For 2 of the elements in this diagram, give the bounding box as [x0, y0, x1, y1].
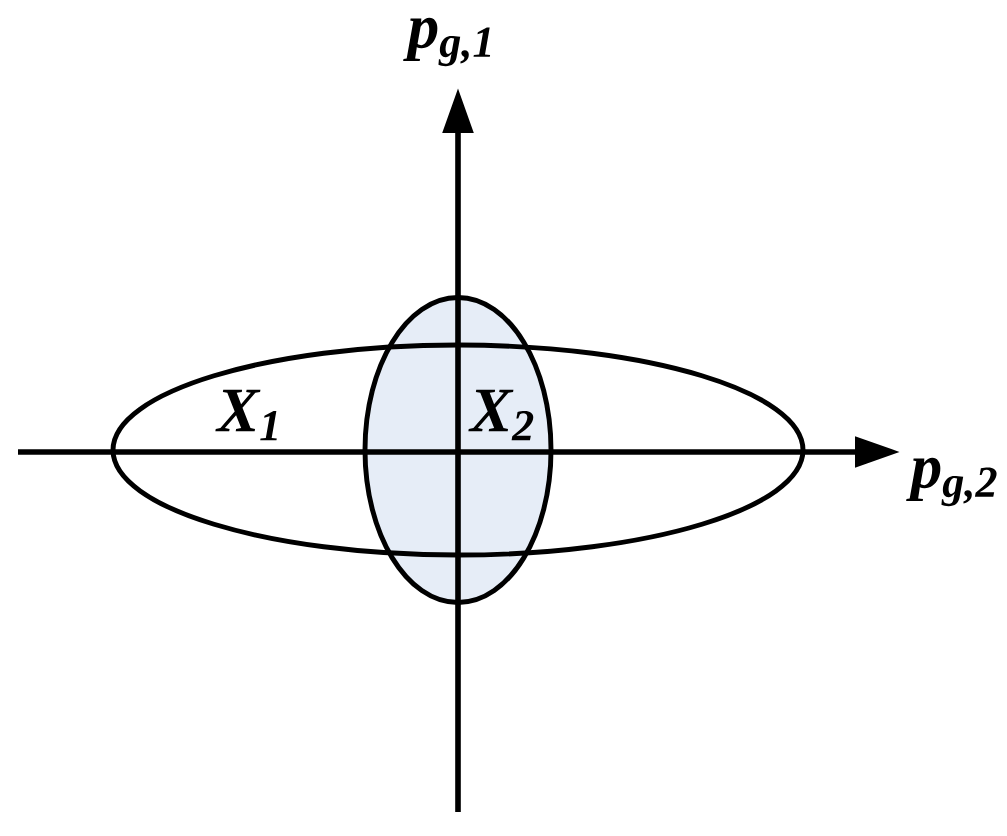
- axis-label: p$_{g,1}$: [403, 17, 491, 67]
- axis-label: p$_{g,2}$: [906, 457, 997, 507]
